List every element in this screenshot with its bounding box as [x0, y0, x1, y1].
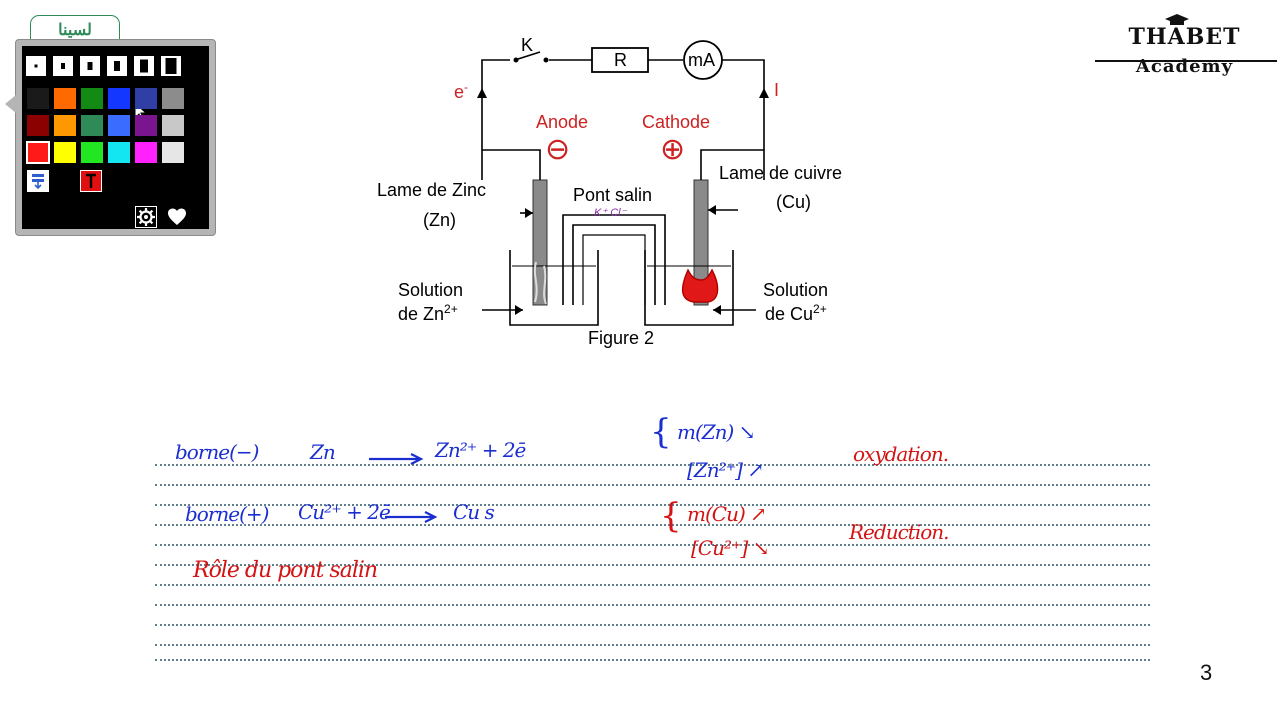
dotted-line: [155, 504, 1150, 506]
switch-label: K: [521, 35, 534, 55]
color-swatch[interactable]: [162, 115, 184, 136]
circuit-drawing: [477, 40, 769, 326]
cathode-sign: ⊕: [660, 133, 686, 166]
pen-size-2[interactable]: [53, 56, 73, 76]
electron-label: e-: [454, 80, 469, 102]
color-swatch[interactable]: [27, 115, 49, 136]
color-swatch[interactable]: [162, 88, 184, 109]
copper-symbol: (Cu): [776, 192, 811, 212]
meter-label: mA: [688, 50, 715, 70]
note-line1-reactant: Zn: [310, 440, 336, 464]
note-line1-product: Zn²⁺ + 2ē: [435, 438, 526, 462]
current-label: I: [774, 80, 780, 100]
solution-right-line1: Solution: [763, 280, 829, 300]
salt-bridge-label: Pont salin: [573, 185, 653, 205]
color-swatch[interactable]: [27, 88, 49, 109]
dotted-line: [155, 624, 1150, 626]
color-swatch[interactable]: [81, 115, 103, 136]
gear-icon[interactable]: [135, 206, 157, 228]
color-swatch[interactable]: [135, 142, 157, 163]
resistor-label: R: [614, 50, 627, 70]
note-group2-line2: [Cu²⁺] ↘: [691, 536, 769, 560]
color-swatch[interactable]: [162, 142, 184, 163]
dotted-line: [155, 564, 1150, 566]
brace-red: {: [660, 496, 682, 536]
color-swatch[interactable]: [81, 88, 103, 109]
dotted-line: [155, 604, 1150, 606]
palette-inner: [22, 46, 209, 229]
eraser-icon[interactable]: [27, 170, 49, 192]
figure-caption: Figure 2: [588, 328, 655, 348]
cathode-label: Cathode: [642, 112, 711, 132]
zinc-symbol: (Zn): [423, 210, 456, 230]
thabet-academy-logo: THABET Academy: [1092, 14, 1277, 94]
dotted-line: [155, 644, 1150, 646]
color-swatch[interactable]: [54, 115, 76, 136]
reaction-arrow-icon: [385, 511, 438, 523]
color-swatch[interactable]: [135, 88, 157, 109]
dotted-line: [155, 544, 1150, 546]
dotted-line: [155, 524, 1150, 526]
logo-main: THABET: [1128, 24, 1241, 50]
graduation-cap-icon: [1165, 14, 1189, 25]
heart-icon[interactable]: [166, 206, 188, 228]
note-line3: Rôle du pont salin: [193, 558, 378, 583]
dotted-line: [155, 464, 1150, 466]
color-swatch[interactable]: [135, 115, 157, 136]
salt-bridge-ions: K⁺ Cl⁻: [594, 207, 627, 219]
note-line2-label: borne(+): [185, 502, 269, 526]
page-number: 3: [1200, 660, 1213, 685]
color-swatch[interactable]: [108, 142, 130, 163]
text-tool-icon[interactable]: [80, 170, 102, 192]
pile-daniell-diagram: K R mA e- I Anode Cathode ⊖ ⊕ Lame de Zi…: [360, 30, 880, 360]
pen-size-3[interactable]: [80, 56, 100, 76]
note-group2-result: Reduction.: [849, 520, 949, 544]
color-swatch[interactable]: [26, 141, 50, 164]
color-swatch[interactable]: [54, 88, 76, 109]
note-group1-result: oxydation.: [853, 442, 949, 466]
zinc-plate-label: Lame de Zinc: [377, 180, 487, 200]
dotted-line: [155, 584, 1150, 586]
pen-size-4[interactable]: [107, 56, 127, 76]
color-swatch[interactable]: [108, 88, 130, 109]
drawing-palette: [5, 39, 216, 236]
logo-rule: [1095, 60, 1277, 62]
note-group1-line1: m(Zn) ↘: [677, 420, 755, 444]
pen-size-5[interactable]: [134, 56, 154, 76]
color-swatch[interactable]: [108, 115, 130, 136]
note-group1-line2: [Zn²⁺] ↗: [687, 458, 764, 482]
dotted-line: [155, 484, 1150, 486]
pen-size-1[interactable]: [26, 56, 46, 76]
anode-sign: ⊖: [545, 133, 571, 166]
color-swatch[interactable]: [54, 142, 76, 163]
notes-area: borne(−) Zn Zn²⁺ + 2ē borne(+) Cu²⁺ + 2ē…: [155, 412, 1155, 670]
dotted-line: [155, 659, 1150, 661]
note-line1-label: borne(−): [175, 440, 259, 464]
solution-left-line1: Solution: [398, 280, 464, 300]
reaction-arrow-icon: [369, 453, 424, 465]
color-swatch[interactable]: [81, 142, 103, 163]
note-line2-product: Cu s: [453, 500, 495, 524]
note-group2-line1: m(Cu) ↗: [687, 502, 767, 526]
anode-label: Anode: [536, 112, 589, 132]
copper-plate-label: Lame de cuivre: [719, 163, 843, 183]
palette-notch: [5, 95, 16, 113]
pen-size-6[interactable]: [161, 56, 181, 76]
solution-left-line2: de Zn2+: [398, 302, 458, 324]
note-line2-reactant: Cu²⁺ + 2ē: [298, 500, 391, 524]
solution-right-line2: de Cu2+: [765, 302, 827, 324]
brace-blue: {: [650, 412, 672, 452]
